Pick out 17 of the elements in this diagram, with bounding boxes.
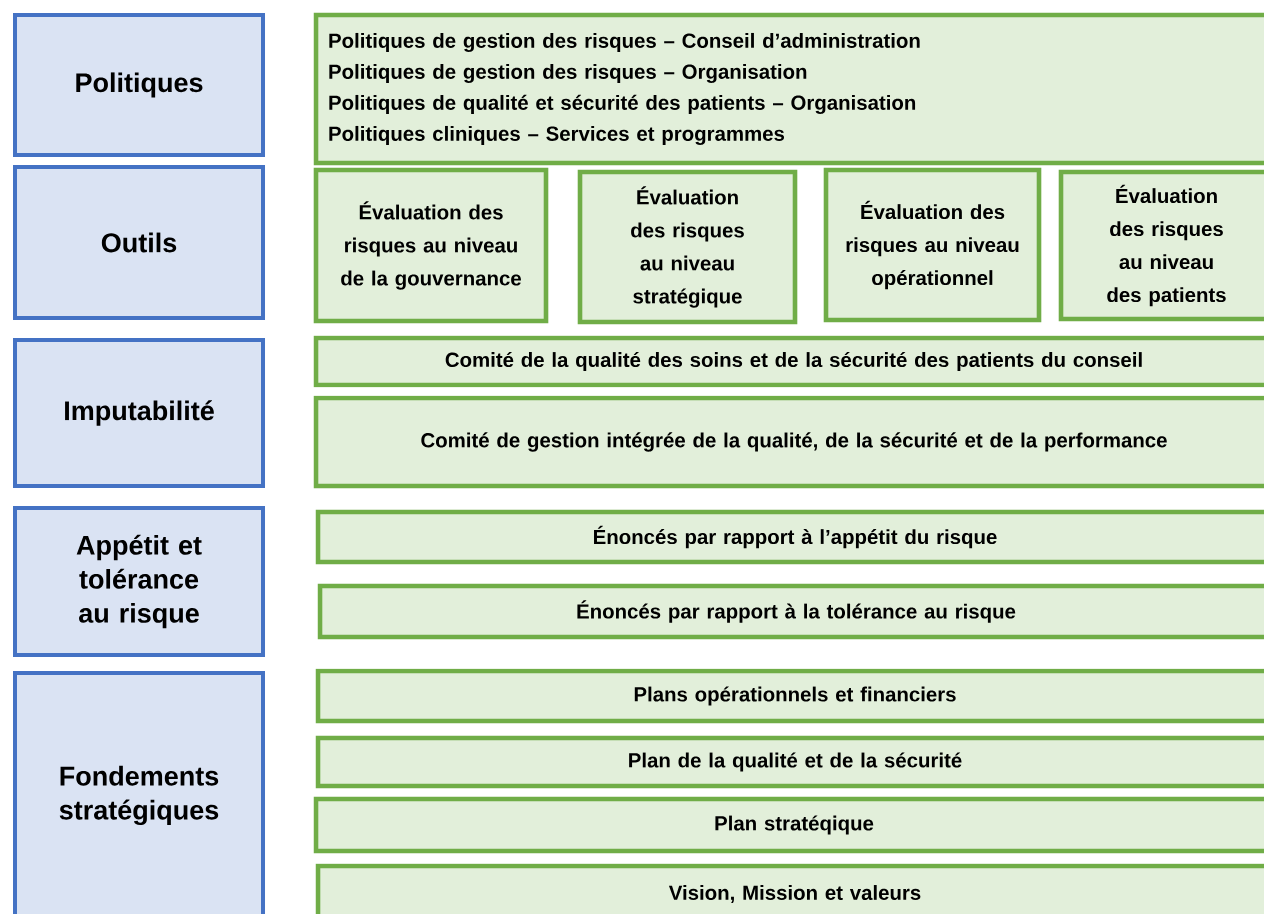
item-box: Énoncés par rapport à l’appétit du risque [315,509,1264,565]
category-box: Fondements stratégiques [13,671,265,914]
category-box: Outils [13,165,265,320]
item-box: Évaluation des risques au niveau de la gouvernance [313,167,549,324]
category-box: Politiques [13,13,265,157]
item-box: Évaluation des risques au niveau stratégique [577,169,798,325]
item-box: Évaluation des risques au niveau opérationnel [823,167,1042,323]
item-box: Plan de la qualité et de la sécurité [315,735,1264,789]
item-box: Vision, Mission et valeurs [315,863,1264,914]
item-box: Plans opérationnels et financiers [315,668,1264,724]
item-box: Comité de gestion intégrée de la qualité, de la sécurité et de la performance [313,395,1264,489]
item-box: Plan stratéqique [313,796,1264,854]
item-box: Comité de la qualité des soins et de la sécurité des patients du conseil [313,335,1264,388]
item-box: Évaluation des risques au niveau des patients [1058,169,1264,322]
item-box: Énoncés par rapport à la tolérance au risque [317,583,1264,640]
category-box: Appétit et tolérance au risque [13,506,265,657]
category-box: Imputabilité [13,338,265,488]
